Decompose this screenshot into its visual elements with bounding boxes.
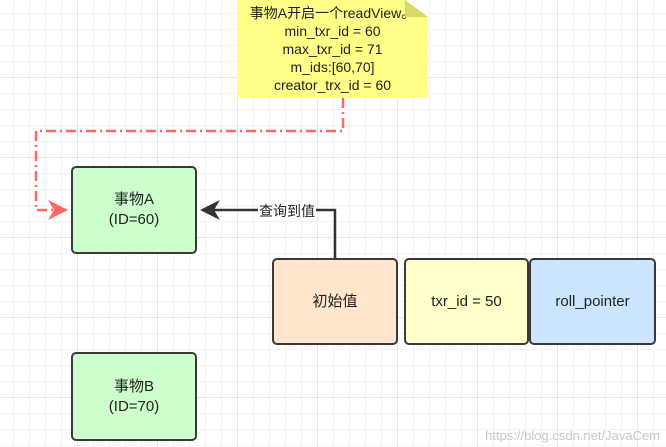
note-line-3: max_txr_id = 71 [282,41,383,57]
txn-a-id: (ID=60) [108,211,160,228]
note-line-5: creator_trx_id = 60 [273,77,392,93]
roll-pointer-cell: roll_pointer [529,258,656,345]
txn-a-name: 事物A [113,191,154,208]
txn-b-name: 事物B [113,377,154,395]
note-line-2: min_txr_id = 60 [284,23,381,39]
watermark: https://blog.csdn.net/JavaCem [485,428,660,443]
initial-value-cell: 初始值 [272,258,398,345]
roll-pointer-label: roll_pointer [555,292,630,310]
initial-value-label: 初始值 [312,292,358,310]
note-line-4: m_ids:[60,70] [290,59,375,75]
txn-a-node: 事物A (ID=60) [71,166,197,254]
txn-b-id: (ID=70) [108,397,160,415]
trx-id-label: txr_id = 50 [431,292,502,310]
query-to-txn-a-arrow [200,200,337,258]
txn-b-node: 事物B (ID=70) [71,352,197,441]
trx-id-cell: txr_id = 50 [404,258,529,345]
query-edge-label: 查询到值 [258,202,316,220]
note-line-1: 事物A开启一个readView。 [249,5,416,21]
readview-note: 事物A开启一个readView。 min_txr_id = 60 max_txr… [237,0,428,98]
readview-to-txn-a-arrow [34,98,345,220]
